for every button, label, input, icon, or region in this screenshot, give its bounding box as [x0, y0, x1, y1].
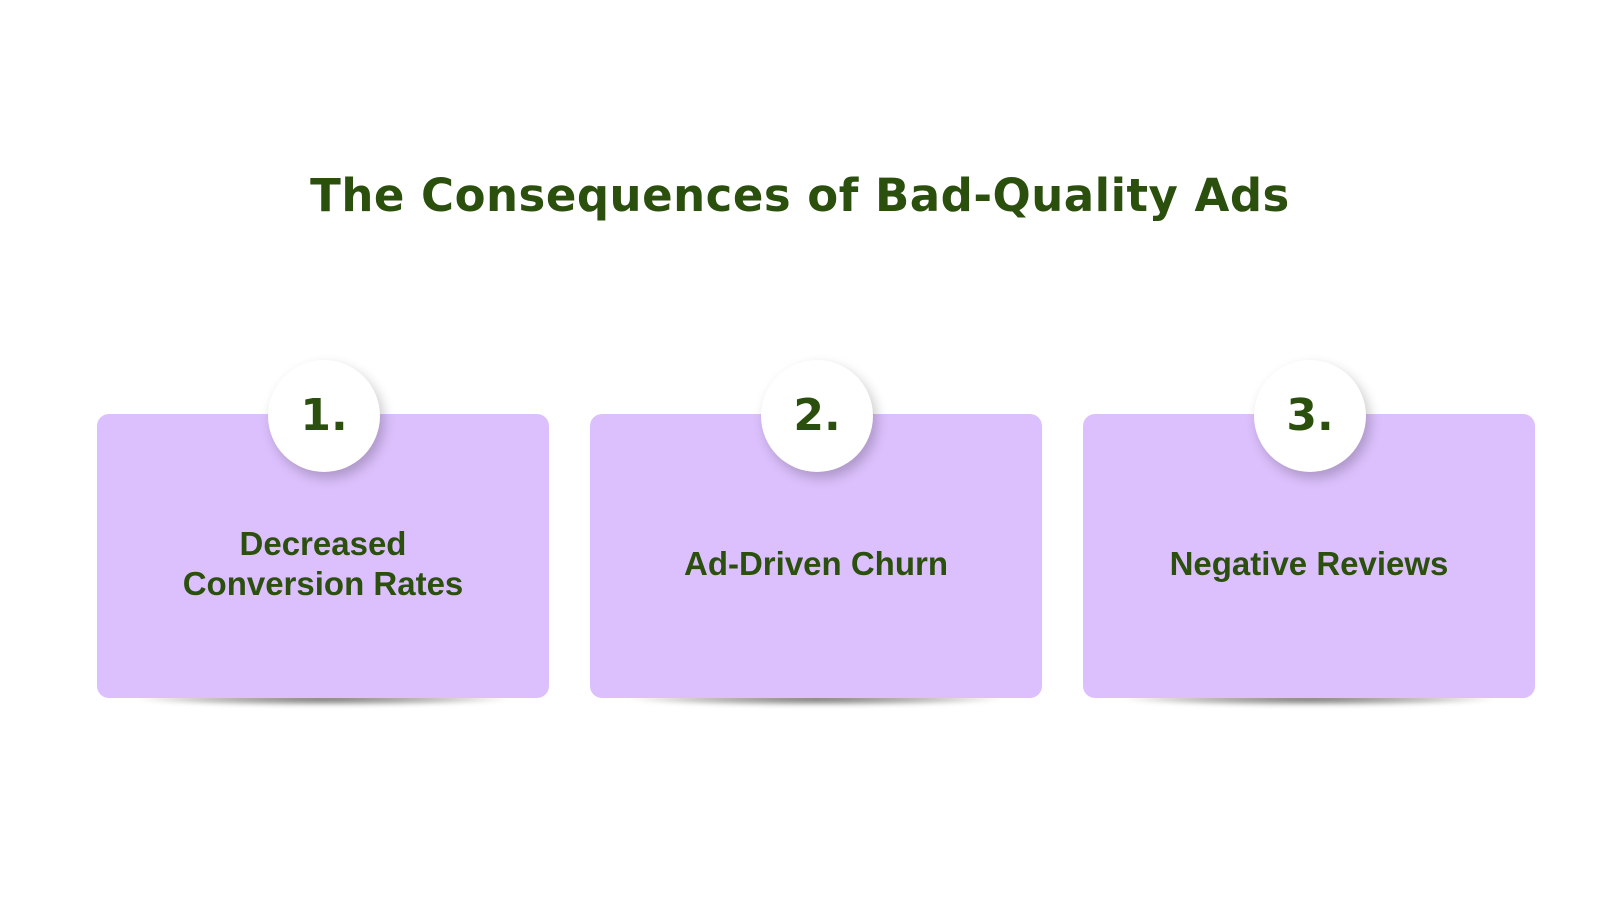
card-label: Ad-Driven Churn [684, 545, 948, 582]
consequence-card-1: Decreased Conversion Rates [97, 414, 549, 706]
number-badge-2: 2. [761, 360, 873, 472]
card-label: Decreased Conversion Rates [182, 525, 464, 602]
badge-number: 1. [300, 390, 348, 441]
number-badge-1: 1. [268, 360, 380, 472]
diagram-title: The Consequences of Bad-Quality Ads [310, 169, 1290, 222]
card-label: Negative Reviews [1169, 545, 1449, 582]
badge-number: 2. [793, 390, 841, 441]
badge-number: 3. [1286, 390, 1334, 441]
card-body: Decreased Conversion Rates [97, 414, 549, 698]
number-badge-3: 3. [1254, 360, 1366, 472]
